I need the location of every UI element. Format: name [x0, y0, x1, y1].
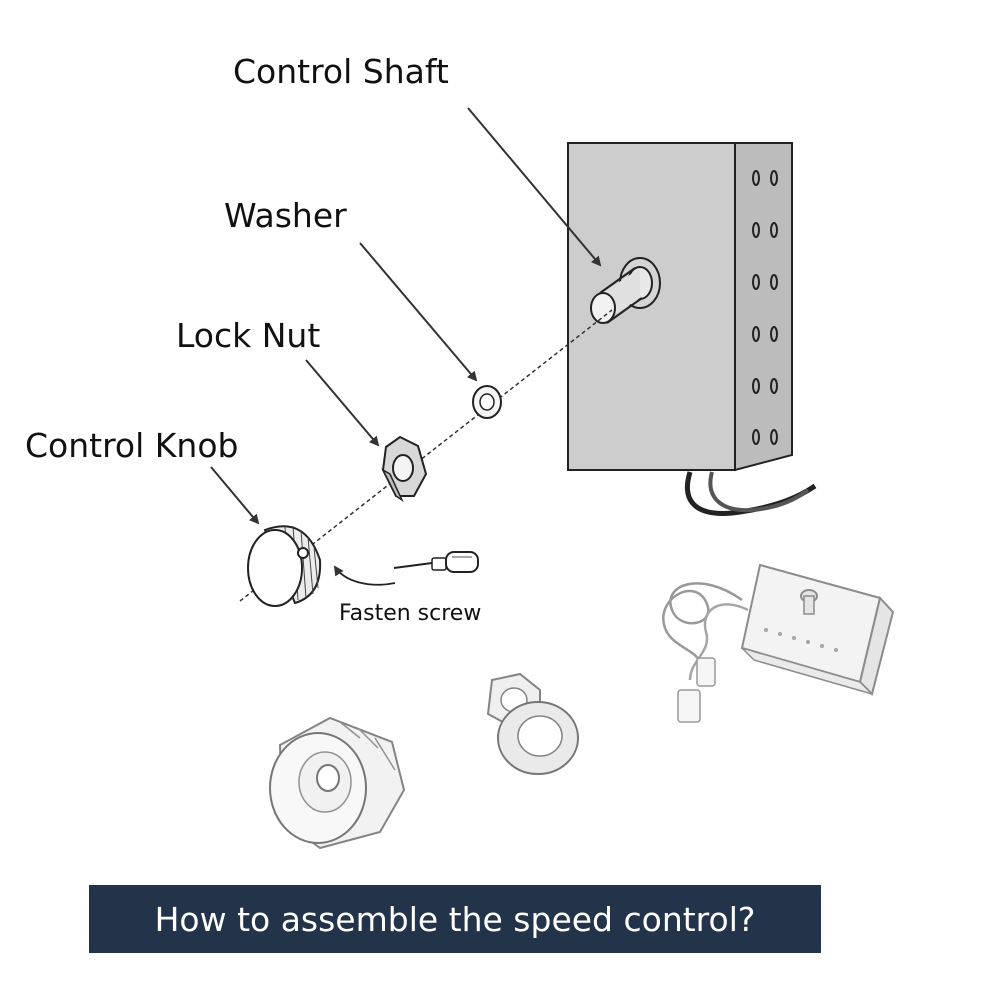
control-box-icon	[567, 142, 817, 516]
wired-speed-controller-icon	[662, 563, 895, 723]
control-knob-icon	[247, 525, 322, 607]
title-banner: How to assemble the speed control?	[89, 885, 821, 953]
leader-arrows	[210, 107, 602, 525]
lock-nut-label: Lock Nut	[176, 316, 321, 355]
washer-icon	[472, 385, 502, 419]
control-shaft-icon	[590, 257, 661, 324]
shaft-leader-arrow	[467, 107, 602, 267]
lock-nut-icon	[381, 435, 428, 503]
nut-washer-photo-icon	[486, 672, 579, 775]
fasten-screw-label: Fasten screw	[339, 601, 482, 626]
control-knob-label: Control Knob	[25, 426, 239, 465]
curved-arrow-icon	[333, 565, 396, 586]
knob-photo-icon	[269, 716, 406, 850]
control-shaft-label: Control Shaft	[233, 52, 449, 91]
washer-label: Washer	[224, 196, 347, 235]
lock-nut-leader-arrow	[305, 359, 380, 447]
screwdriver-icon	[393, 551, 479, 573]
title-text: How to assemble the speed control?	[154, 899, 756, 939]
washer-leader-arrow	[359, 242, 478, 382]
knob-leader-arrow	[210, 466, 260, 525]
